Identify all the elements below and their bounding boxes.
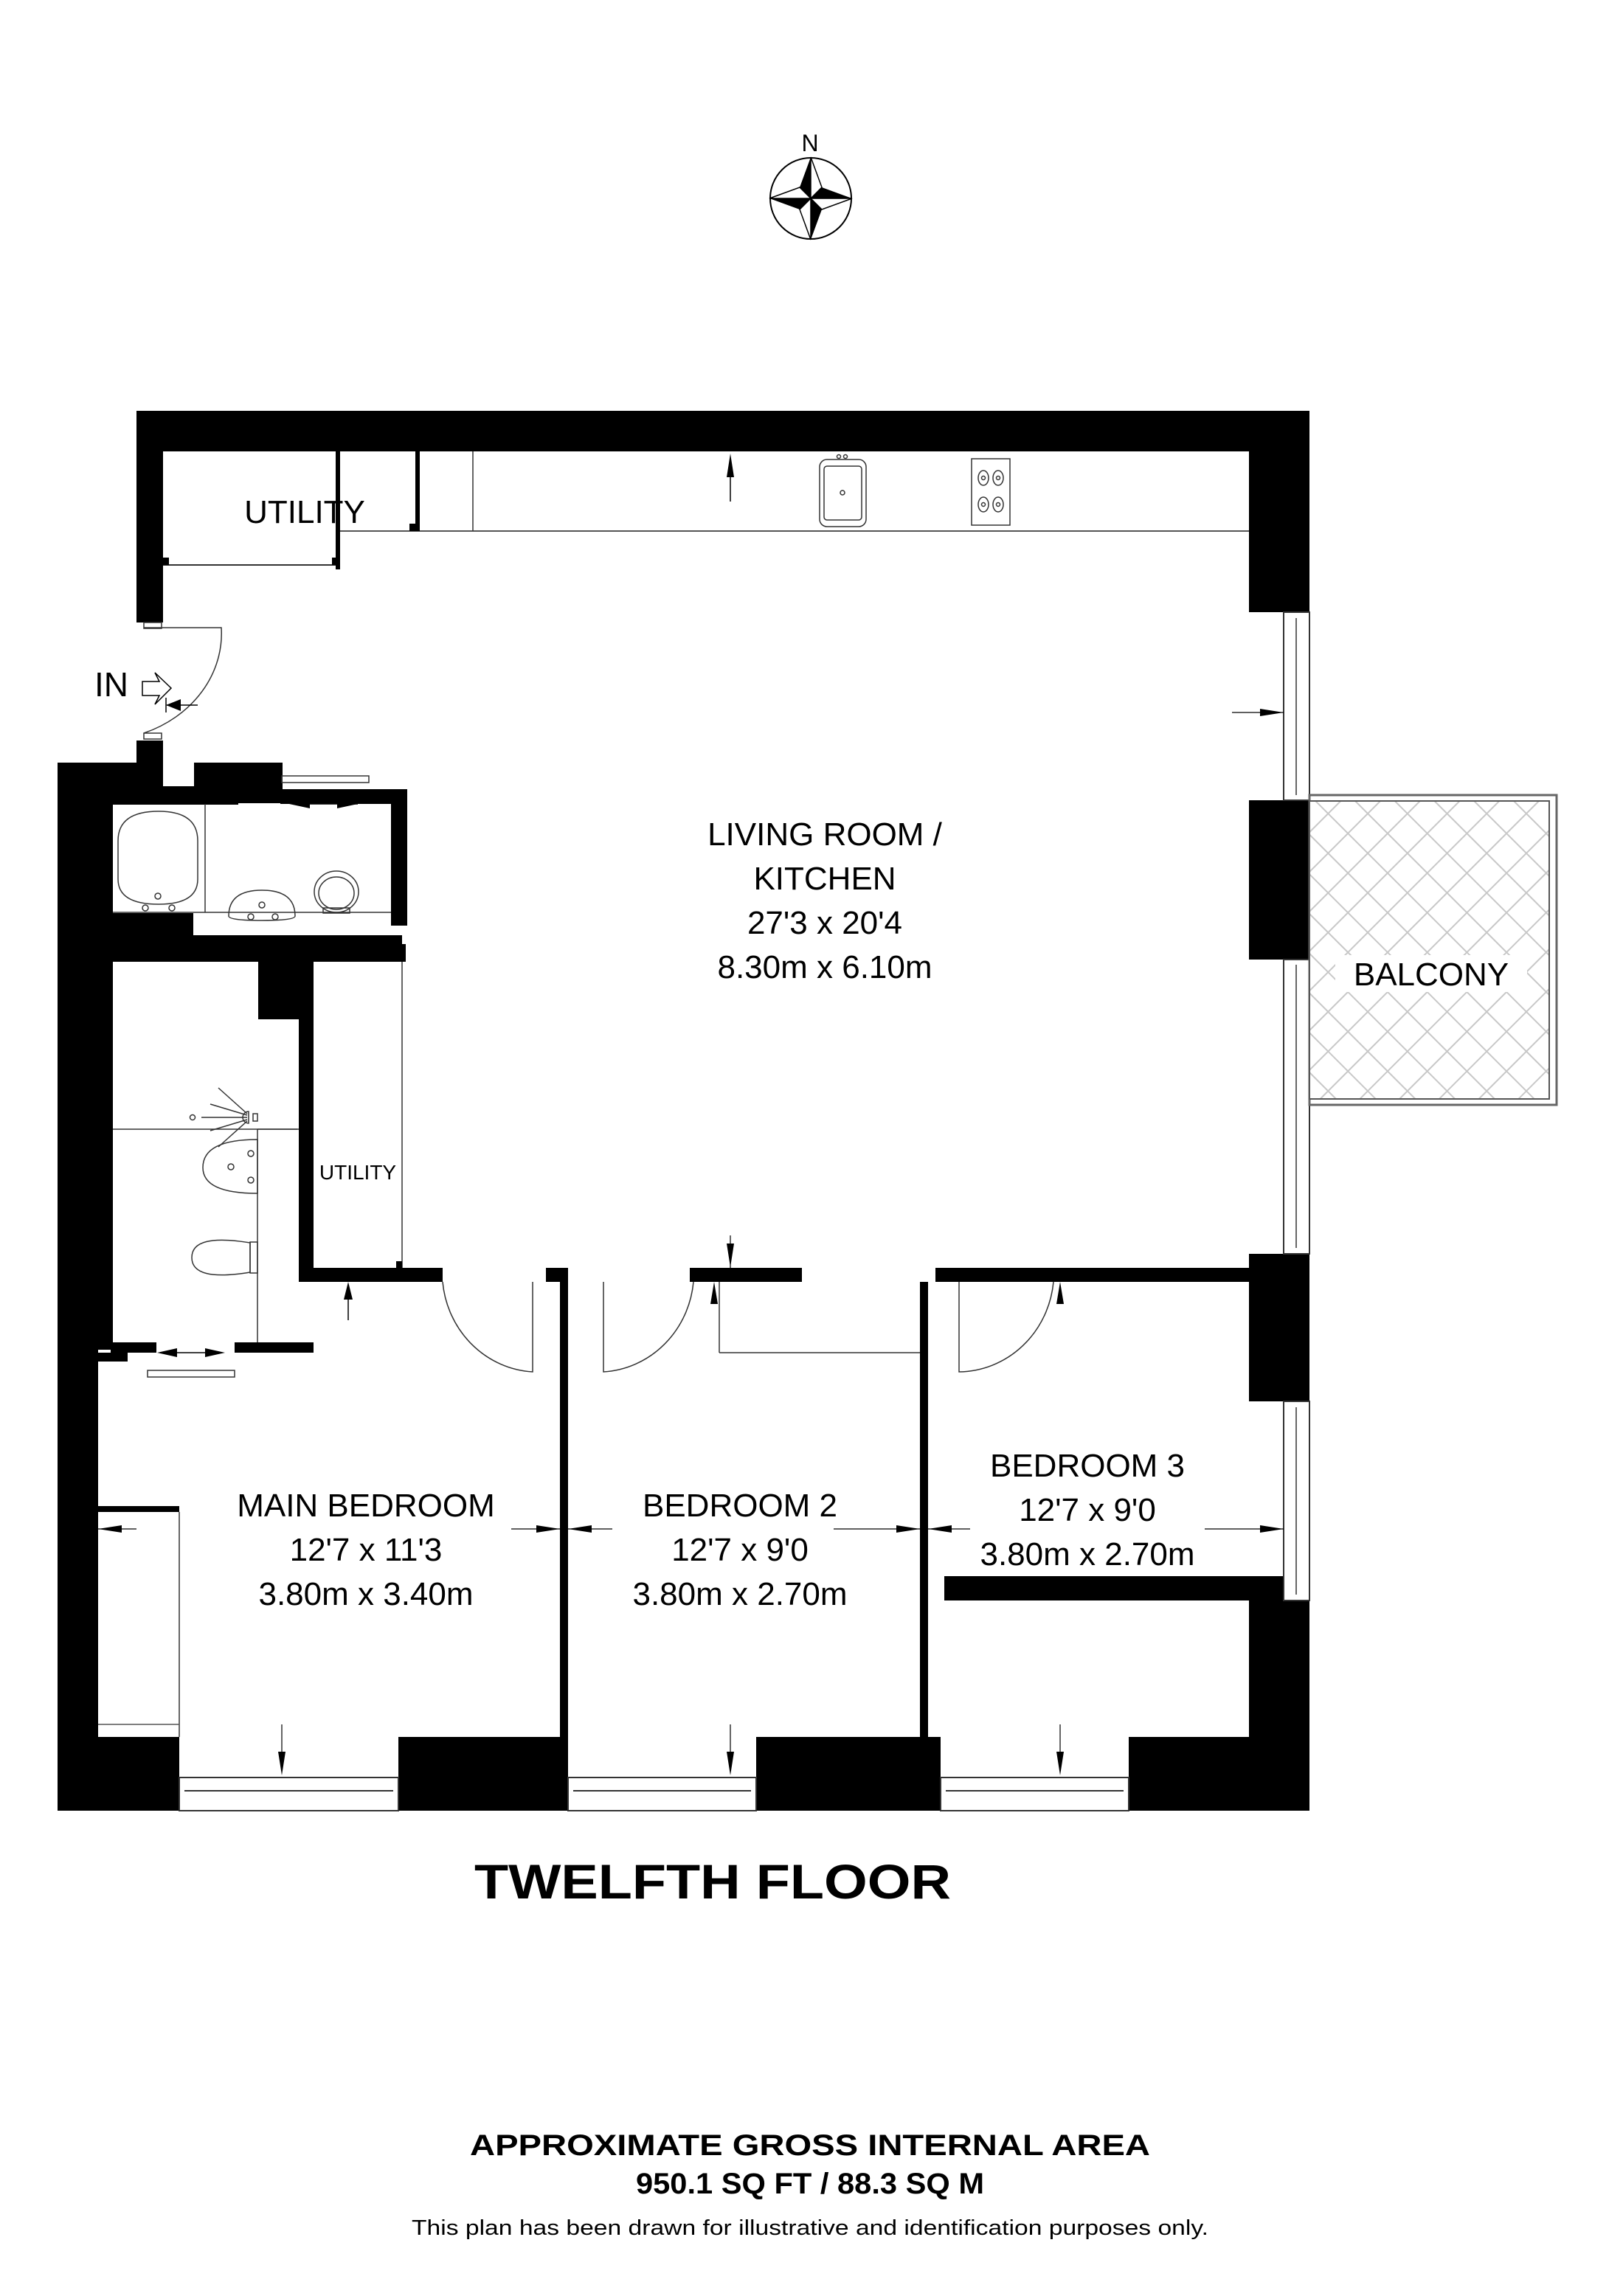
bedroom3-imperial: 12'7 x 9'0 [1019,1492,1156,1528]
windows-right [1283,611,1310,1601]
living-room-name-2: KITCHEN [753,861,896,897]
wardrobe-main-bedroom [98,1506,180,1737]
area-heading: APPROXIMATE GROSS INTERNAL AREA [470,2129,1150,2162]
wardrobe-bedroom2 [719,1282,920,1353]
bedroom2-name: BEDROOM 2 [643,1488,837,1524]
living-room-name-1: LIVING ROOM / [707,816,943,853]
bedroom2-door[interactable] [603,1281,694,1373]
utility-top-label: UTILITY [244,494,365,530]
bedroom2-imperial: 12'7 x 9'0 [671,1532,809,1568]
entrance-door[interactable] [143,622,222,740]
main-bedroom-imperial: 12'7 x 11'3 [290,1532,443,1568]
basin-icon [228,889,296,921]
compass-rose-icon: N [769,130,853,240]
bathtub-icon [117,811,198,912]
bedroom2-metric: 3.80m x 2.70m [632,1576,847,1612]
ensuite-basin-icon [202,1139,258,1194]
main-bedroom-door[interactable] [442,1281,533,1373]
balcony-label: BALCONY [1354,957,1509,993]
entrance-indicator: IN [94,665,173,705]
balcony: BALCONY [1308,794,1558,1106]
bedroom3-label: BEDROOM 3 12'7 x 9'0 3.80m x 2.70m [980,1448,1194,1572]
main-bedroom-label: MAIN BEDROOM 12'7 x 11'3 3.80m x 3.40m [237,1488,495,1612]
bedroom2-label: BEDROOM 2 12'7 x 9'0 3.80m x 2.70m [632,1488,847,1612]
main-bedroom-metric: 3.80m x 3.40m [258,1576,473,1612]
living-room-metric: 8.30m x 6.10m [717,949,932,985]
compass-north-label: N [801,130,818,156]
bedroom3-name: BEDROOM 3 [990,1448,1185,1484]
main-bedroom-name: MAIN BEDROOM [237,1488,495,1524]
windows-bottom [179,1777,1129,1811]
bedroom3-door[interactable] [958,1281,1054,1373]
utility-mid: UTILITY [319,946,403,1320]
shower-icon [189,1087,258,1148]
bathroom [113,775,391,921]
disclaimer: This plan has been drawn for illustrativ… [412,2216,1208,2240]
toilet-icon [314,870,359,914]
entrance-label: IN [94,665,128,704]
bedroom-doors[interactable] [442,1281,1054,1373]
bedroom3-metric: 3.80m x 2.70m [980,1536,1194,1572]
kitchen-sink-icon [819,454,867,527]
kitchen-units: UTILITY [163,451,1249,569]
living-room-imperial: 27'3 x 20'4 [747,905,902,941]
living-room-label: LIVING ROOM / KITCHEN 27'3 x 20'4 8.30m … [707,816,943,985]
entrance-arrow-icon [142,672,173,705]
floor-title: TWELFTH FLOOR [474,1854,951,1909]
hob-icon [971,458,1011,526]
utility-mid-label: UTILITY [319,1161,397,1184]
walls [58,411,1309,1811]
dimension-arrows [89,709,1284,1775]
ensuite [113,1087,299,1378]
ensuite-toilet-icon [191,1239,258,1276]
area-value: 950.1 SQ FT / 88.3 SQ M [636,2168,984,2200]
